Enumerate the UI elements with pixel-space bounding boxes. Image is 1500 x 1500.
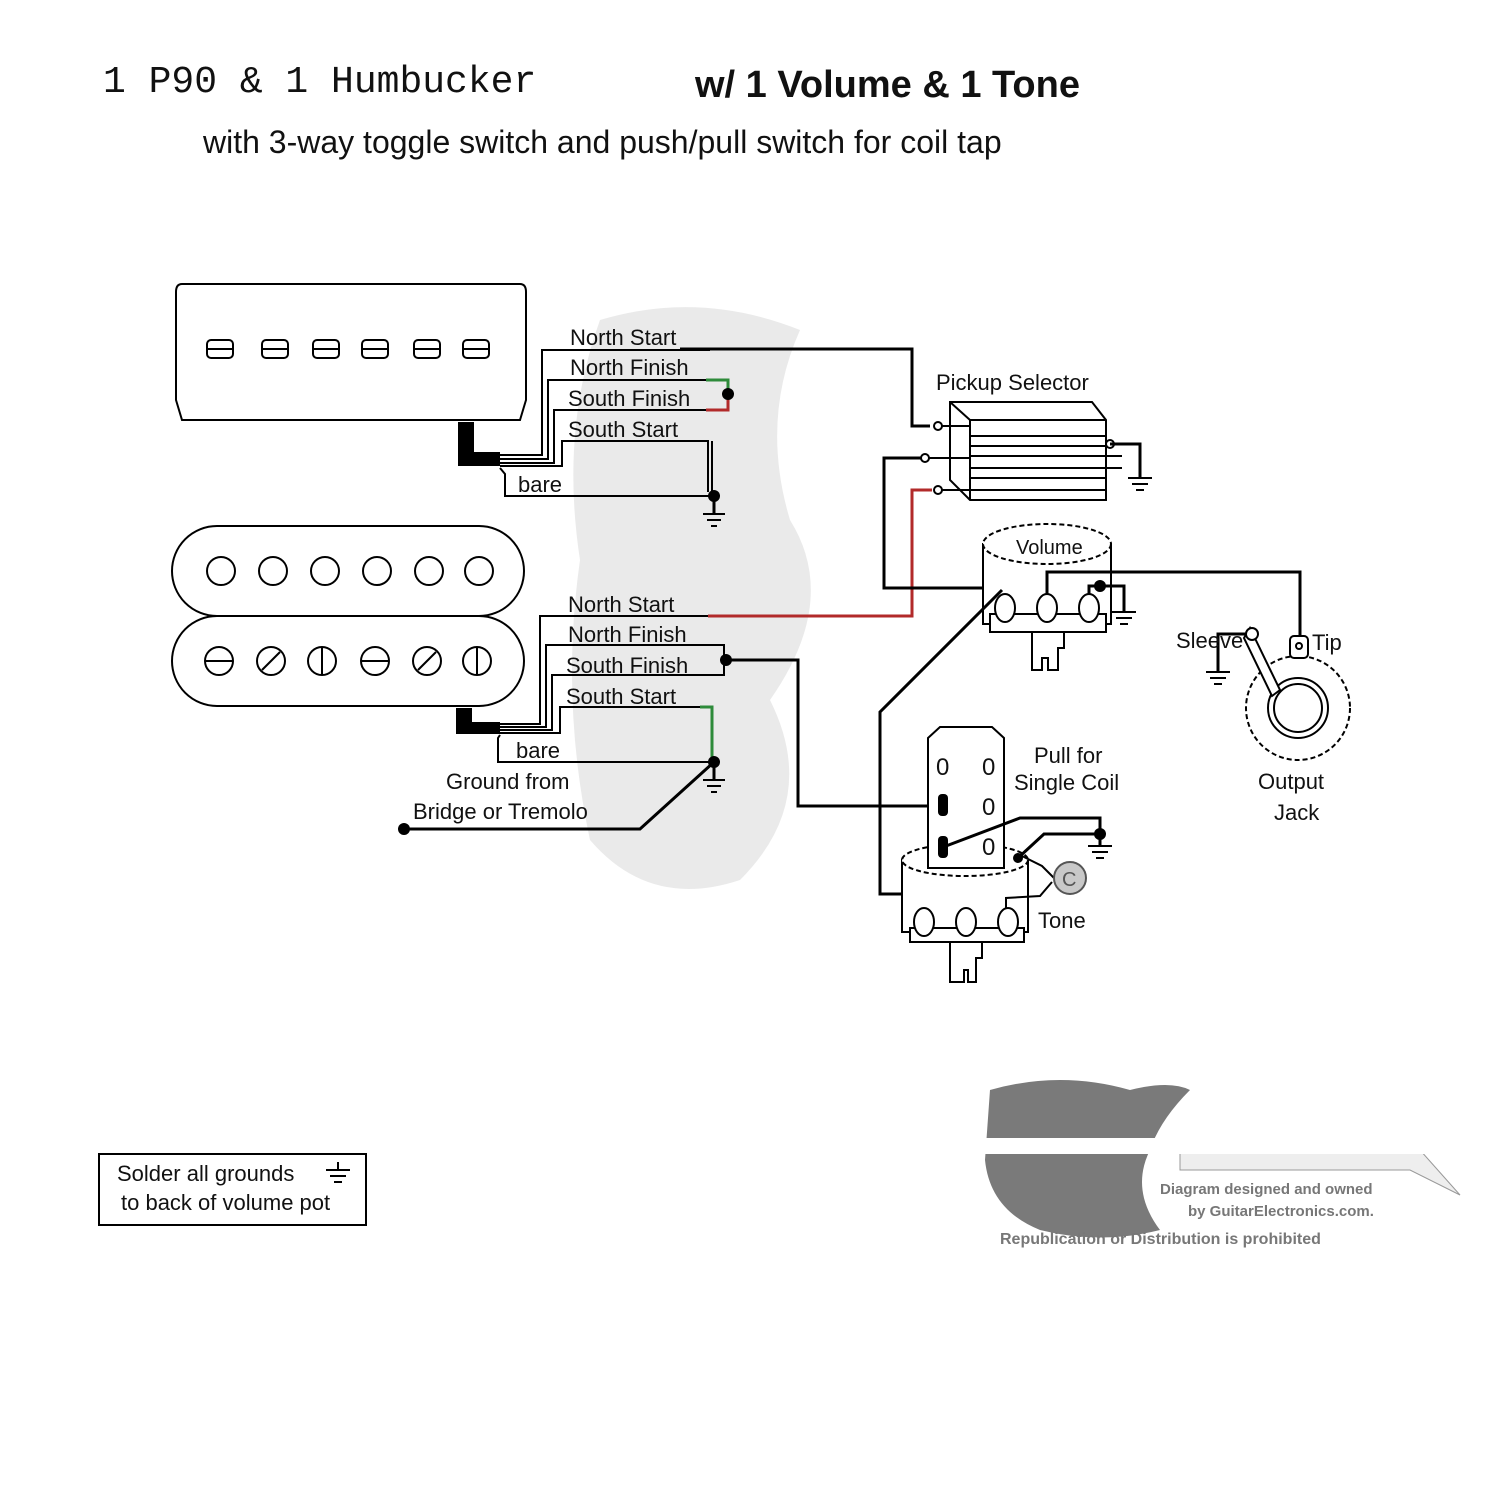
pushpull-lug: 0 — [982, 834, 995, 861]
humbucker-wire-label: North Finish — [568, 622, 687, 647]
tone-label: Tone — [1038, 908, 1086, 933]
screw-pole — [256, 646, 286, 676]
solder-joint — [1013, 853, 1023, 863]
pushpull-switch: 0 0 0 0 — [927, 726, 1005, 869]
p90-wire-label: South Finish — [568, 386, 690, 411]
ground-note-box: Solder all grounds to back of volume pot — [98, 1153, 367, 1226]
pole-piece — [261, 339, 289, 359]
screw-pole — [360, 646, 390, 676]
pushpull-lug-wired — [938, 836, 948, 858]
p90-wire-label: South Start — [568, 417, 678, 442]
selector-lug — [933, 485, 943, 495]
solder-joint — [722, 388, 734, 400]
ground-icon — [1128, 477, 1152, 491]
p90-cable-sheath — [458, 422, 500, 466]
selector-lug — [920, 453, 930, 463]
pushpull-lug-wired — [938, 794, 948, 816]
pole-piece — [361, 339, 389, 359]
pull-for-label: Pull for — [1034, 743, 1102, 768]
guitar-logo-icon — [985, 1080, 1190, 1238]
tip-label: Tip — [1312, 630, 1342, 655]
humbucker-wire-label: South Start — [566, 684, 676, 709]
capacitor-icon — [1053, 861, 1087, 895]
diagram-title: 1 P90 & 1 Humbucker — [103, 61, 536, 104]
sleeve-lug — [1245, 627, 1259, 641]
volume-lug — [1036, 593, 1058, 623]
humbucker-bare-label: bare — [516, 738, 560, 763]
ground-icon — [1206, 671, 1230, 685]
pole-piece — [362, 556, 392, 586]
output-label: Output — [1258, 769, 1324, 794]
solder-joint — [1094, 580, 1106, 592]
pole-piece — [310, 556, 340, 586]
single-coil-label: Single Coil — [1014, 770, 1119, 795]
diagram-subtitle: with 3-way toggle switch and push/pull s… — [202, 124, 1002, 160]
pole-piece — [413, 339, 441, 359]
tone-lug — [913, 907, 935, 937]
pushpull-lug: 0 — [982, 794, 995, 821]
copyright-watermark: Diagram designed and owned by GuitarElec… — [980, 1080, 1461, 1248]
pole-piece — [462, 339, 490, 359]
background-watermark — [572, 307, 811, 890]
screw-pole — [462, 646, 492, 676]
p90-bare-label: bare — [518, 472, 562, 497]
humbucker-pickup: North Start North Finish South Finish So… — [171, 488, 944, 835]
bridge-tremolo-label: Bridge or Tremolo — [413, 799, 588, 824]
ground-icon — [1088, 836, 1112, 859]
screw-pole — [412, 646, 442, 676]
pickup-selector: Pickup Selector — [882, 370, 1152, 590]
humbucker-cable-sheath — [456, 708, 500, 734]
tone-lug — [955, 907, 977, 937]
volume-pot: Volume — [878, 523, 1302, 911]
screw-pole — [307, 646, 337, 676]
pushpull-lug: 0 — [936, 754, 949, 781]
tone-lug — [997, 907, 1019, 937]
watermark-line-2: by GuitarElectronics.com. — [1188, 1203, 1374, 1220]
screw-pole — [204, 646, 234, 676]
pole-piece — [258, 556, 288, 586]
pole-piece — [464, 556, 494, 586]
tone-pot: 0 0 0 0 C Tone Pull for Single Coil — [901, 726, 1119, 983]
selector-label: Pickup Selector — [936, 370, 1089, 395]
watermark-line-3: Republication or Distribution is prohibi… — [1000, 1231, 1321, 1248]
solder-joint — [1094, 828, 1106, 840]
humbucker-screw-poles — [204, 646, 492, 676]
bridge-ground-terminal — [398, 823, 410, 835]
p90-pickup: North Start North Finish South Finish So… — [175, 283, 930, 527]
ground-icon — [703, 762, 725, 793]
pole-piece — [206, 339, 234, 359]
jack-label: Jack — [1274, 800, 1320, 825]
pole-piece — [312, 339, 340, 359]
volume-lug — [1078, 593, 1100, 623]
volume-label: Volume — [1016, 537, 1083, 559]
humbucker-wire-label: South Finish — [566, 653, 688, 678]
output-jack: Sleeve Tip Output Jack — [1176, 625, 1351, 825]
sleeve-label: Sleeve — [1176, 628, 1243, 653]
selector-lug — [933, 421, 943, 431]
pole-piece — [414, 556, 444, 586]
p90-wire-label: North Start — [570, 325, 676, 350]
ground-icon — [703, 496, 725, 527]
controls-title: w/ 1 Volume & 1 Tone — [694, 64, 1080, 106]
capacitor-label: C — [1062, 869, 1076, 891]
ground-icon — [1112, 611, 1136, 625]
p90-pole-pieces — [206, 339, 490, 359]
pole-piece — [206, 556, 236, 586]
p90-wire-label: North Finish — [570, 355, 689, 380]
humbucker-wire-label: North Start — [568, 592, 674, 617]
note-line-1: Solder all grounds — [117, 1161, 294, 1186]
ground-icon — [326, 1162, 350, 1183]
pushpull-lug: 0 — [982, 754, 995, 781]
humbucker-pole-pieces-top — [206, 556, 494, 586]
ground-from-label: Ground from — [446, 769, 570, 794]
volume-lug — [994, 593, 1016, 623]
watermark-line-1: Diagram designed and owned — [1160, 1181, 1373, 1198]
note-line-2: to back of volume pot — [121, 1190, 330, 1215]
